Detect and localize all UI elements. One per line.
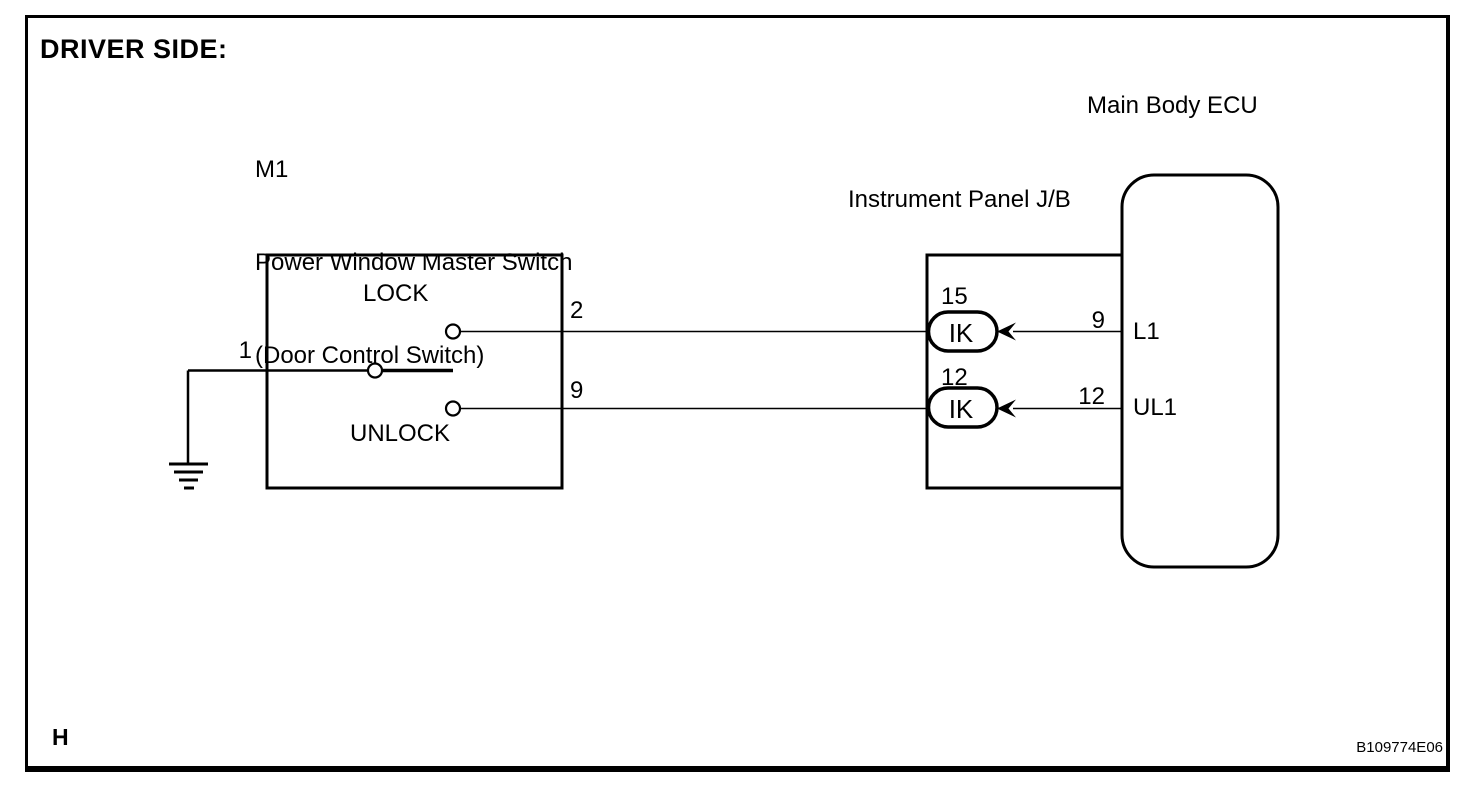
ecu-wire-pin-l1: 9 — [1091, 307, 1105, 334]
jb-pin-2: 12 — [941, 364, 968, 391]
ecu-label: Main Body ECU — [1087, 92, 1258, 119]
master-switch-code: M1 — [255, 156, 289, 183]
diagram-title: DRIVER SIDE: — [40, 34, 228, 64]
jb-connector-code-2: IK — [948, 394, 974, 424]
connector-arrow-icon-2 — [997, 399, 1016, 418]
main-body-ecu-box — [1120, 173, 1280, 569]
connector-arrow-icon-1 — [997, 322, 1016, 341]
master-switch-subname: (Door Control Switch) — [255, 342, 485, 369]
ecu-wire-pin-ul1: 12 — [1078, 383, 1105, 410]
page-marker: H — [52, 724, 69, 750]
junction-block-label: Instrument Panel J/B — [848, 186, 1071, 213]
switch-pin-ground: 1 — [238, 337, 252, 364]
unlock-position-label: UNLOCK — [350, 420, 451, 447]
jb-pin-1: 15 — [941, 283, 968, 310]
master-switch-name: Power Window Master Switch — [255, 249, 573, 276]
ground-icon — [169, 370, 208, 490]
switch-pin-unlock: 9 — [570, 377, 584, 404]
lock-position-label: LOCK — [363, 280, 429, 307]
switch-pin-lock: 2 — [570, 297, 584, 324]
master-switch-label: M1 Power Window Master Switch (Door Cont… — [255, 92, 572, 433]
figure-id: B109774E06 — [1356, 739, 1443, 756]
jb-connector-code-1: IK — [948, 318, 974, 348]
ecu-terminal-l1: L1 — [1133, 318, 1160, 345]
ecu-terminal-ul1: UL1 — [1133, 394, 1178, 421]
jb-connector-oval-2 — [926, 386, 999, 429]
